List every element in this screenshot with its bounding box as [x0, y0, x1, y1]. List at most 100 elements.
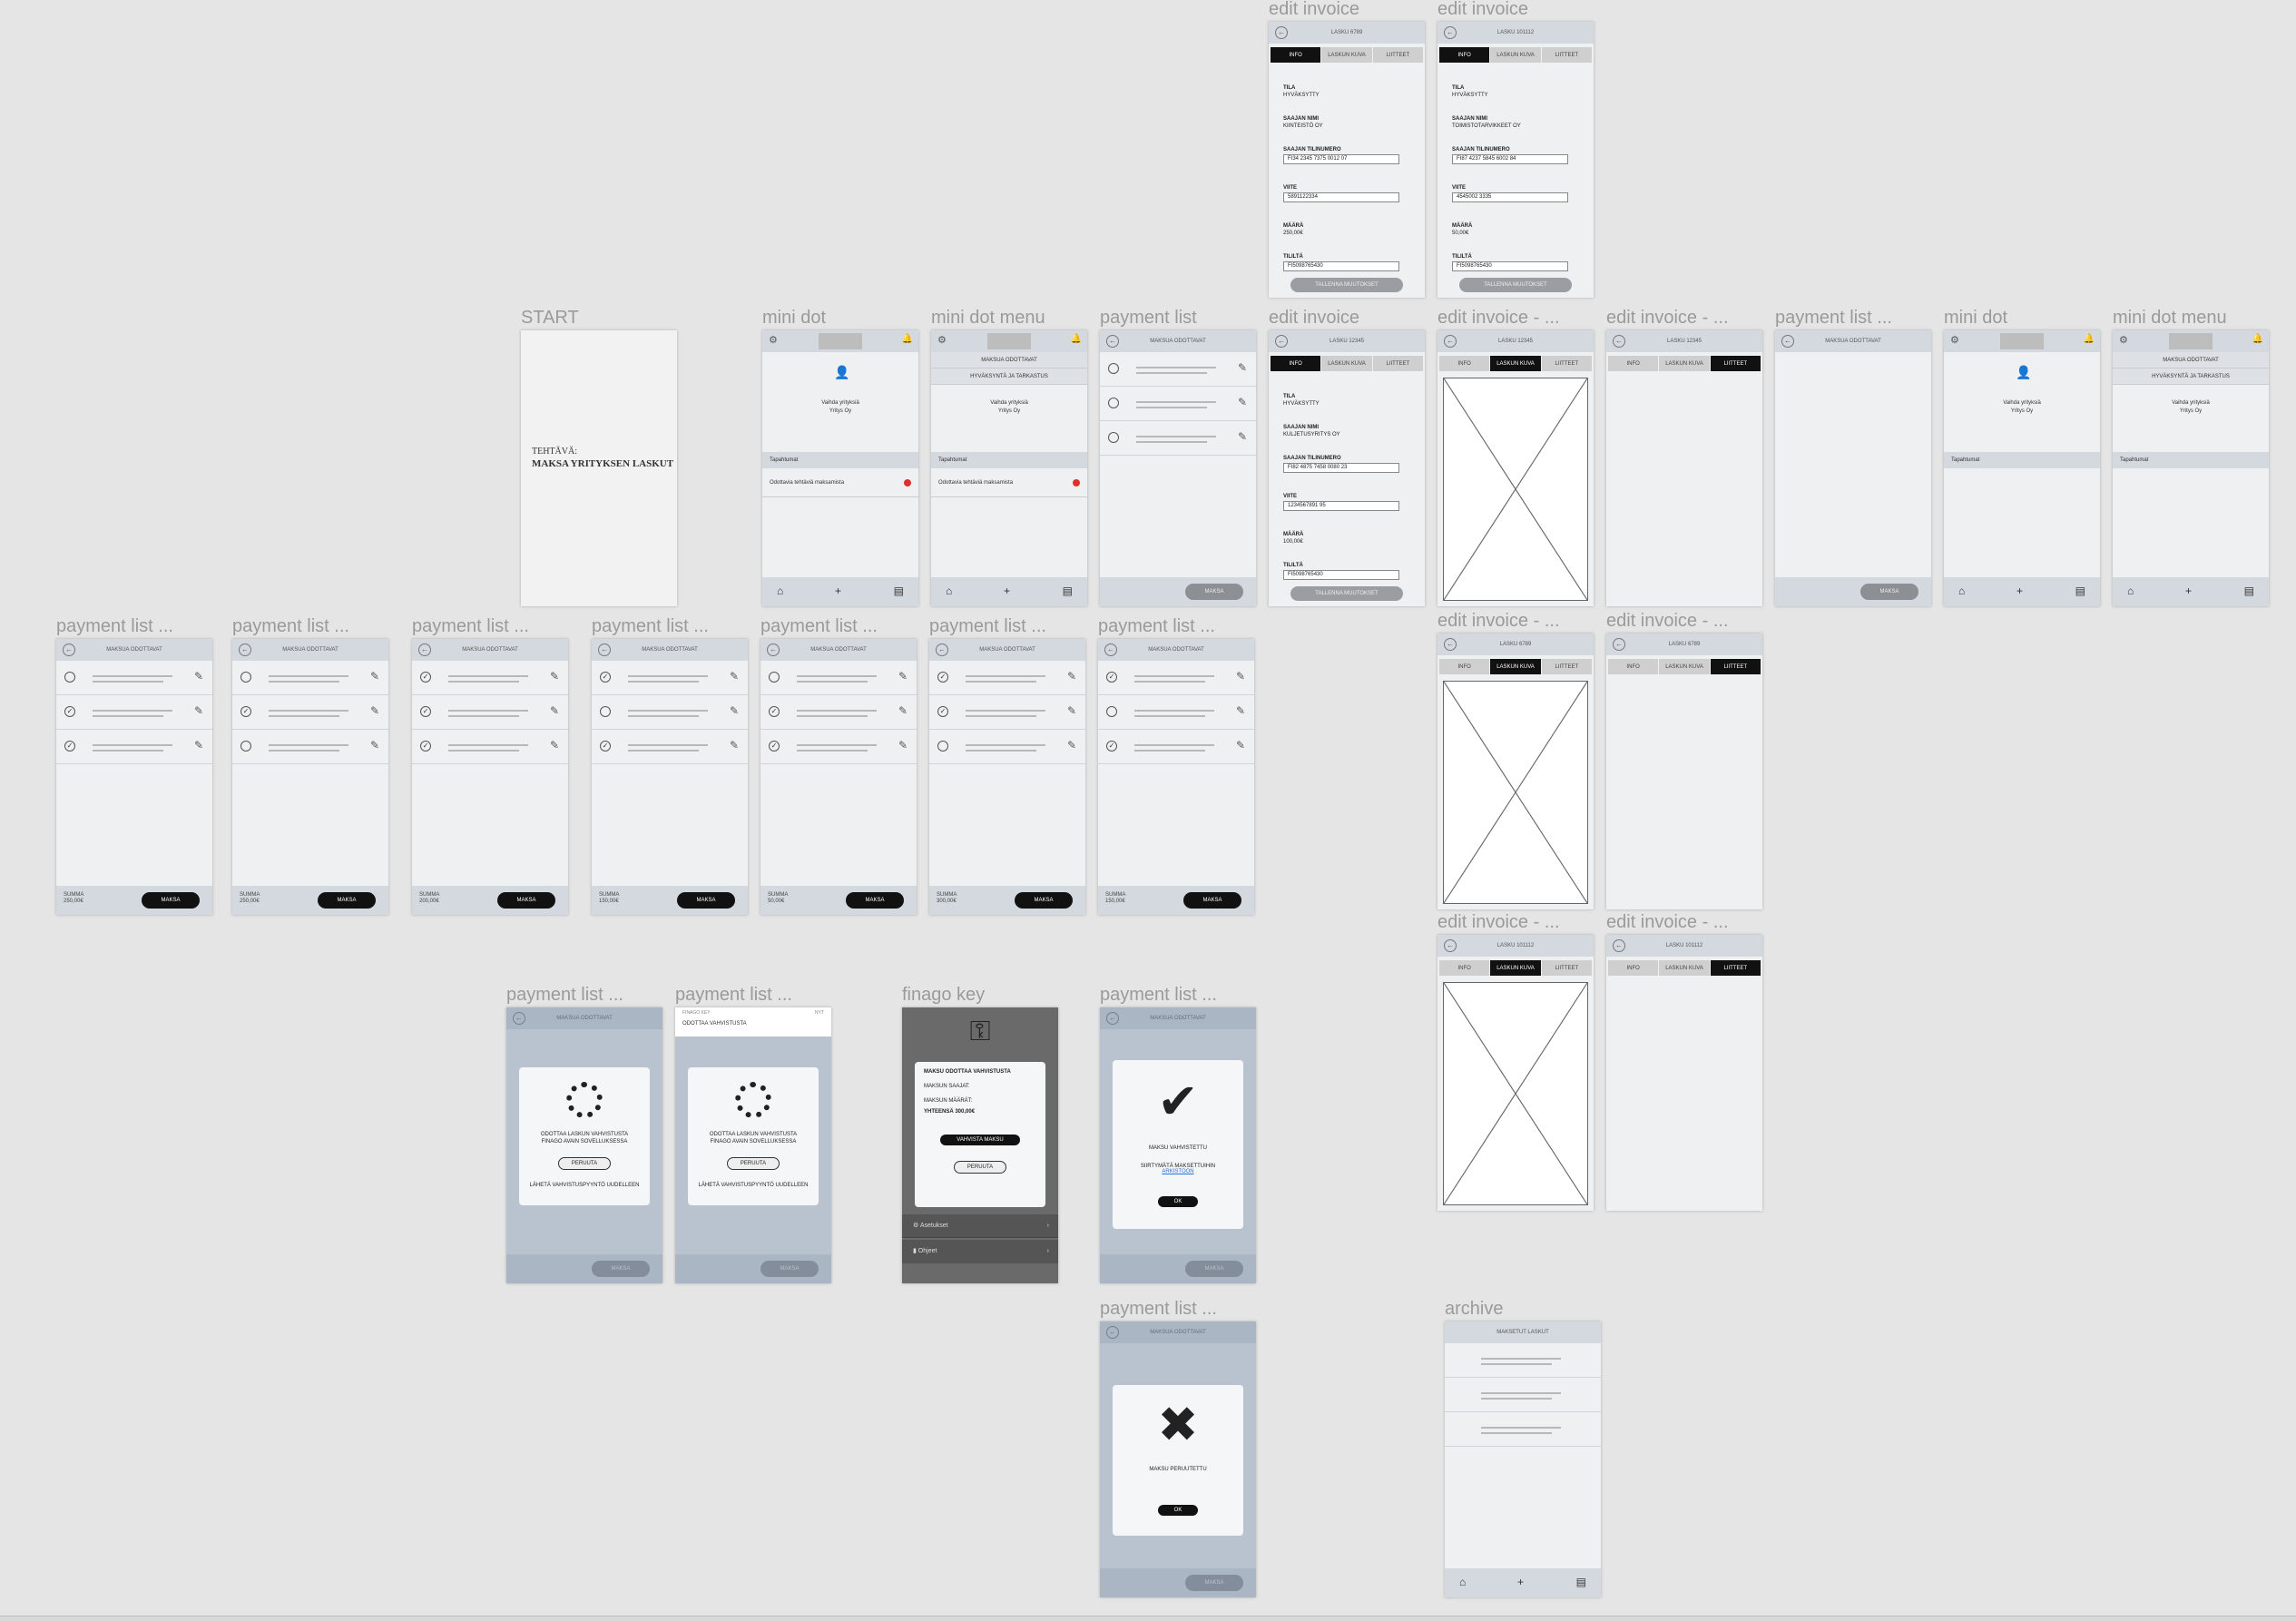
company-switcher[interactable] — [2169, 333, 2213, 349]
tab-attachments[interactable]: LIITTEET — [1541, 960, 1592, 976]
pay-button[interactable]: MAKSA — [1860, 584, 1918, 600]
checkbox[interactable]: ✓ — [937, 672, 948, 683]
menu-item-pending[interactable]: MAKSUA ODOTTAVAT — [931, 352, 1087, 368]
edit-icon[interactable]: ✎ — [1066, 670, 1076, 683]
reference-input[interactable]: 4545002 3335 — [1452, 192, 1568, 202]
tab-invoice-image[interactable]: LASKUN KUVA — [1490, 47, 1541, 63]
save-button[interactable]: TALLENNA MUUTOKSET — [1290, 278, 1403, 292]
company-switcher[interactable] — [819, 333, 862, 349]
list-item[interactable]: ✎ — [760, 661, 917, 695]
pay-button[interactable]: MAKSA — [592, 1261, 650, 1277]
resend-link[interactable]: LÄHETÄ VAHVISTUSPYYNTÖ UUDELLEEN — [698, 1183, 809, 1188]
save-button[interactable]: TALLENNA MUUTOKSET — [1290, 586, 1403, 601]
edit-icon[interactable]: ✎ — [1237, 396, 1247, 408]
back-icon[interactable]: ← — [1104, 643, 1117, 656]
checkbox[interactable] — [240, 672, 251, 683]
tab-invoice-image[interactable]: LASKUN KUVA — [1490, 356, 1541, 371]
tab-invoice-image[interactable]: LASKUN KUVA — [1321, 47, 1372, 63]
list-item[interactable]: ✎ — [1098, 695, 1254, 730]
edit-icon[interactable]: ✎ — [549, 670, 559, 683]
tab-info[interactable]: INFO — [1608, 960, 1659, 976]
ok-button[interactable]: OK — [1157, 1196, 1199, 1207]
add-icon[interactable]: + — [1004, 585, 1011, 597]
home-icon[interactable]: ⌂ — [946, 585, 953, 597]
edit-icon[interactable]: ✎ — [1235, 670, 1245, 683]
tab-invoice-image[interactable]: LASKUN KUVA — [1659, 356, 1710, 371]
add-icon[interactable]: + — [835, 585, 842, 597]
tab-info[interactable]: INFO — [1608, 356, 1659, 371]
notification-item[interactable]: Odottavia tehtäviä maksamista — [931, 468, 1087, 497]
archive-icon[interactable]: ▤ — [1062, 585, 1073, 597]
frame-payment-failed[interactable]: payment list ... ←MAKSUA ODOTTAVAT MAKSA… — [1100, 1299, 1256, 1597]
checkbox[interactable]: ✓ — [420, 706, 431, 717]
company-switcher[interactable] — [987, 333, 1031, 349]
back-icon[interactable]: ← — [598, 643, 611, 656]
archive-icon[interactable]: ▤ — [2075, 585, 2085, 597]
edit-icon[interactable]: ✎ — [193, 670, 203, 683]
tab-invoice-image[interactable]: LASKUN KUVA — [1659, 659, 1710, 674]
edit-icon[interactable]: ✎ — [1066, 739, 1076, 752]
list-item[interactable]: ✓✎ — [1098, 661, 1254, 695]
frame-archive[interactable]: archive MAKSETUT LASKUT ⌂+▤ — [1445, 1299, 1601, 1597]
checkbox[interactable]: ✓ — [420, 741, 431, 752]
back-icon[interactable]: ← — [239, 643, 251, 656]
list-item[interactable]: ✓✎ — [412, 695, 568, 730]
back-icon[interactable]: ← — [1613, 939, 1625, 952]
tab-attachments[interactable]: LIITTEET — [1541, 659, 1592, 674]
pay-button[interactable]: MAKSA — [760, 1261, 819, 1277]
frame-payment-list-main[interactable]: payment list ←MAKSUA ODOTTAVAT ✎ ✎ ✎ MAK… — [1100, 308, 1256, 606]
edit-icon[interactable]: ✎ — [1235, 739, 1245, 752]
frame-start[interactable]: START TEHTÄVÄ: MAKSA YRITYKSEN LASKUT — [521, 308, 677, 606]
frame-payment-list-variant[interactable]: payment list ... ←MAKSUA ODOTTAVAT✓✎✎✓✎ … — [592, 616, 748, 915]
add-icon[interactable]: + — [1517, 1576, 1525, 1588]
confirm-button[interactable]: VAHVISTA MAKSU — [940, 1135, 1020, 1145]
checkbox[interactable]: ✓ — [600, 672, 611, 683]
back-icon[interactable]: ← — [1275, 335, 1288, 348]
cancel-button[interactable]: PERUUTA — [726, 1157, 780, 1170]
company-switcher[interactable] — [2000, 333, 2044, 349]
list-item[interactable]: ✓✎ — [592, 730, 748, 764]
checkbox[interactable] — [240, 741, 251, 752]
list-item[interactable]: ✓✎ — [56, 730, 212, 764]
edit-icon[interactable]: ✎ — [369, 739, 379, 752]
edit-icon[interactable]: ✎ — [898, 670, 908, 683]
edit-icon[interactable]: ✎ — [729, 739, 739, 752]
tab-invoice-image[interactable]: LASKUN KUVA — [1659, 960, 1710, 976]
list-item[interactable]: ✓✎ — [412, 661, 568, 695]
archive-icon[interactable]: ▤ — [893, 585, 904, 597]
list-item[interactable]: ✎ — [56, 661, 212, 695]
menu-help[interactable]: ▮ Ohjeet› — [902, 1240, 1058, 1263]
list-item[interactable]: ✎ — [592, 695, 748, 730]
gear-icon[interactable]: ⚙ — [769, 335, 778, 346]
account-select[interactable]: FI5098765430 — [1283, 261, 1399, 271]
pay-button[interactable]: MAKSA — [1183, 892, 1241, 909]
resend-link[interactable]: LÄHETÄ VAHVISTUSPYYNTÖ UUDELLEEN — [529, 1183, 640, 1188]
edit-icon[interactable]: ✎ — [898, 704, 908, 717]
edit-icon[interactable]: ✎ — [1235, 704, 1245, 717]
tab-info[interactable]: INFO — [1271, 356, 1321, 371]
frame-payment-list-variant[interactable]: payment list ... ←MAKSUA ODOTTAVAT✓✎✓✎✓✎… — [412, 616, 568, 915]
checkbox[interactable]: ✓ — [64, 706, 75, 717]
tab-attachments[interactable]: LIITTEET — [1372, 47, 1423, 63]
frame-payment-loading[interactable]: payment list ... ←MAKSUA ODOTTAVAT MAKSA… — [506, 985, 662, 1283]
list-item[interactable]: ✎ — [1100, 421, 1256, 456]
checkbox[interactable]: ✓ — [1106, 741, 1117, 752]
notification-item[interactable]: Odottavia tehtäviä maksamista — [762, 468, 918, 497]
gear-icon[interactable]: ⚙ — [1950, 335, 1959, 346]
checkbox[interactable] — [600, 706, 611, 717]
list-item[interactable]: ✓✎ — [56, 695, 212, 730]
back-icon[interactable]: ← — [1613, 638, 1625, 651]
menu-item-pending[interactable]: MAKSUA ODOTTAVAT — [2113, 352, 2269, 368]
add-icon[interactable]: + — [2016, 585, 2024, 597]
pay-button[interactable]: MAKSA — [1185, 1261, 1243, 1277]
archive-icon[interactable]: ▤ — [2243, 585, 2254, 597]
pay-button[interactable]: MAKSA — [1015, 892, 1073, 909]
edit-icon[interactable]: ✎ — [193, 704, 203, 717]
